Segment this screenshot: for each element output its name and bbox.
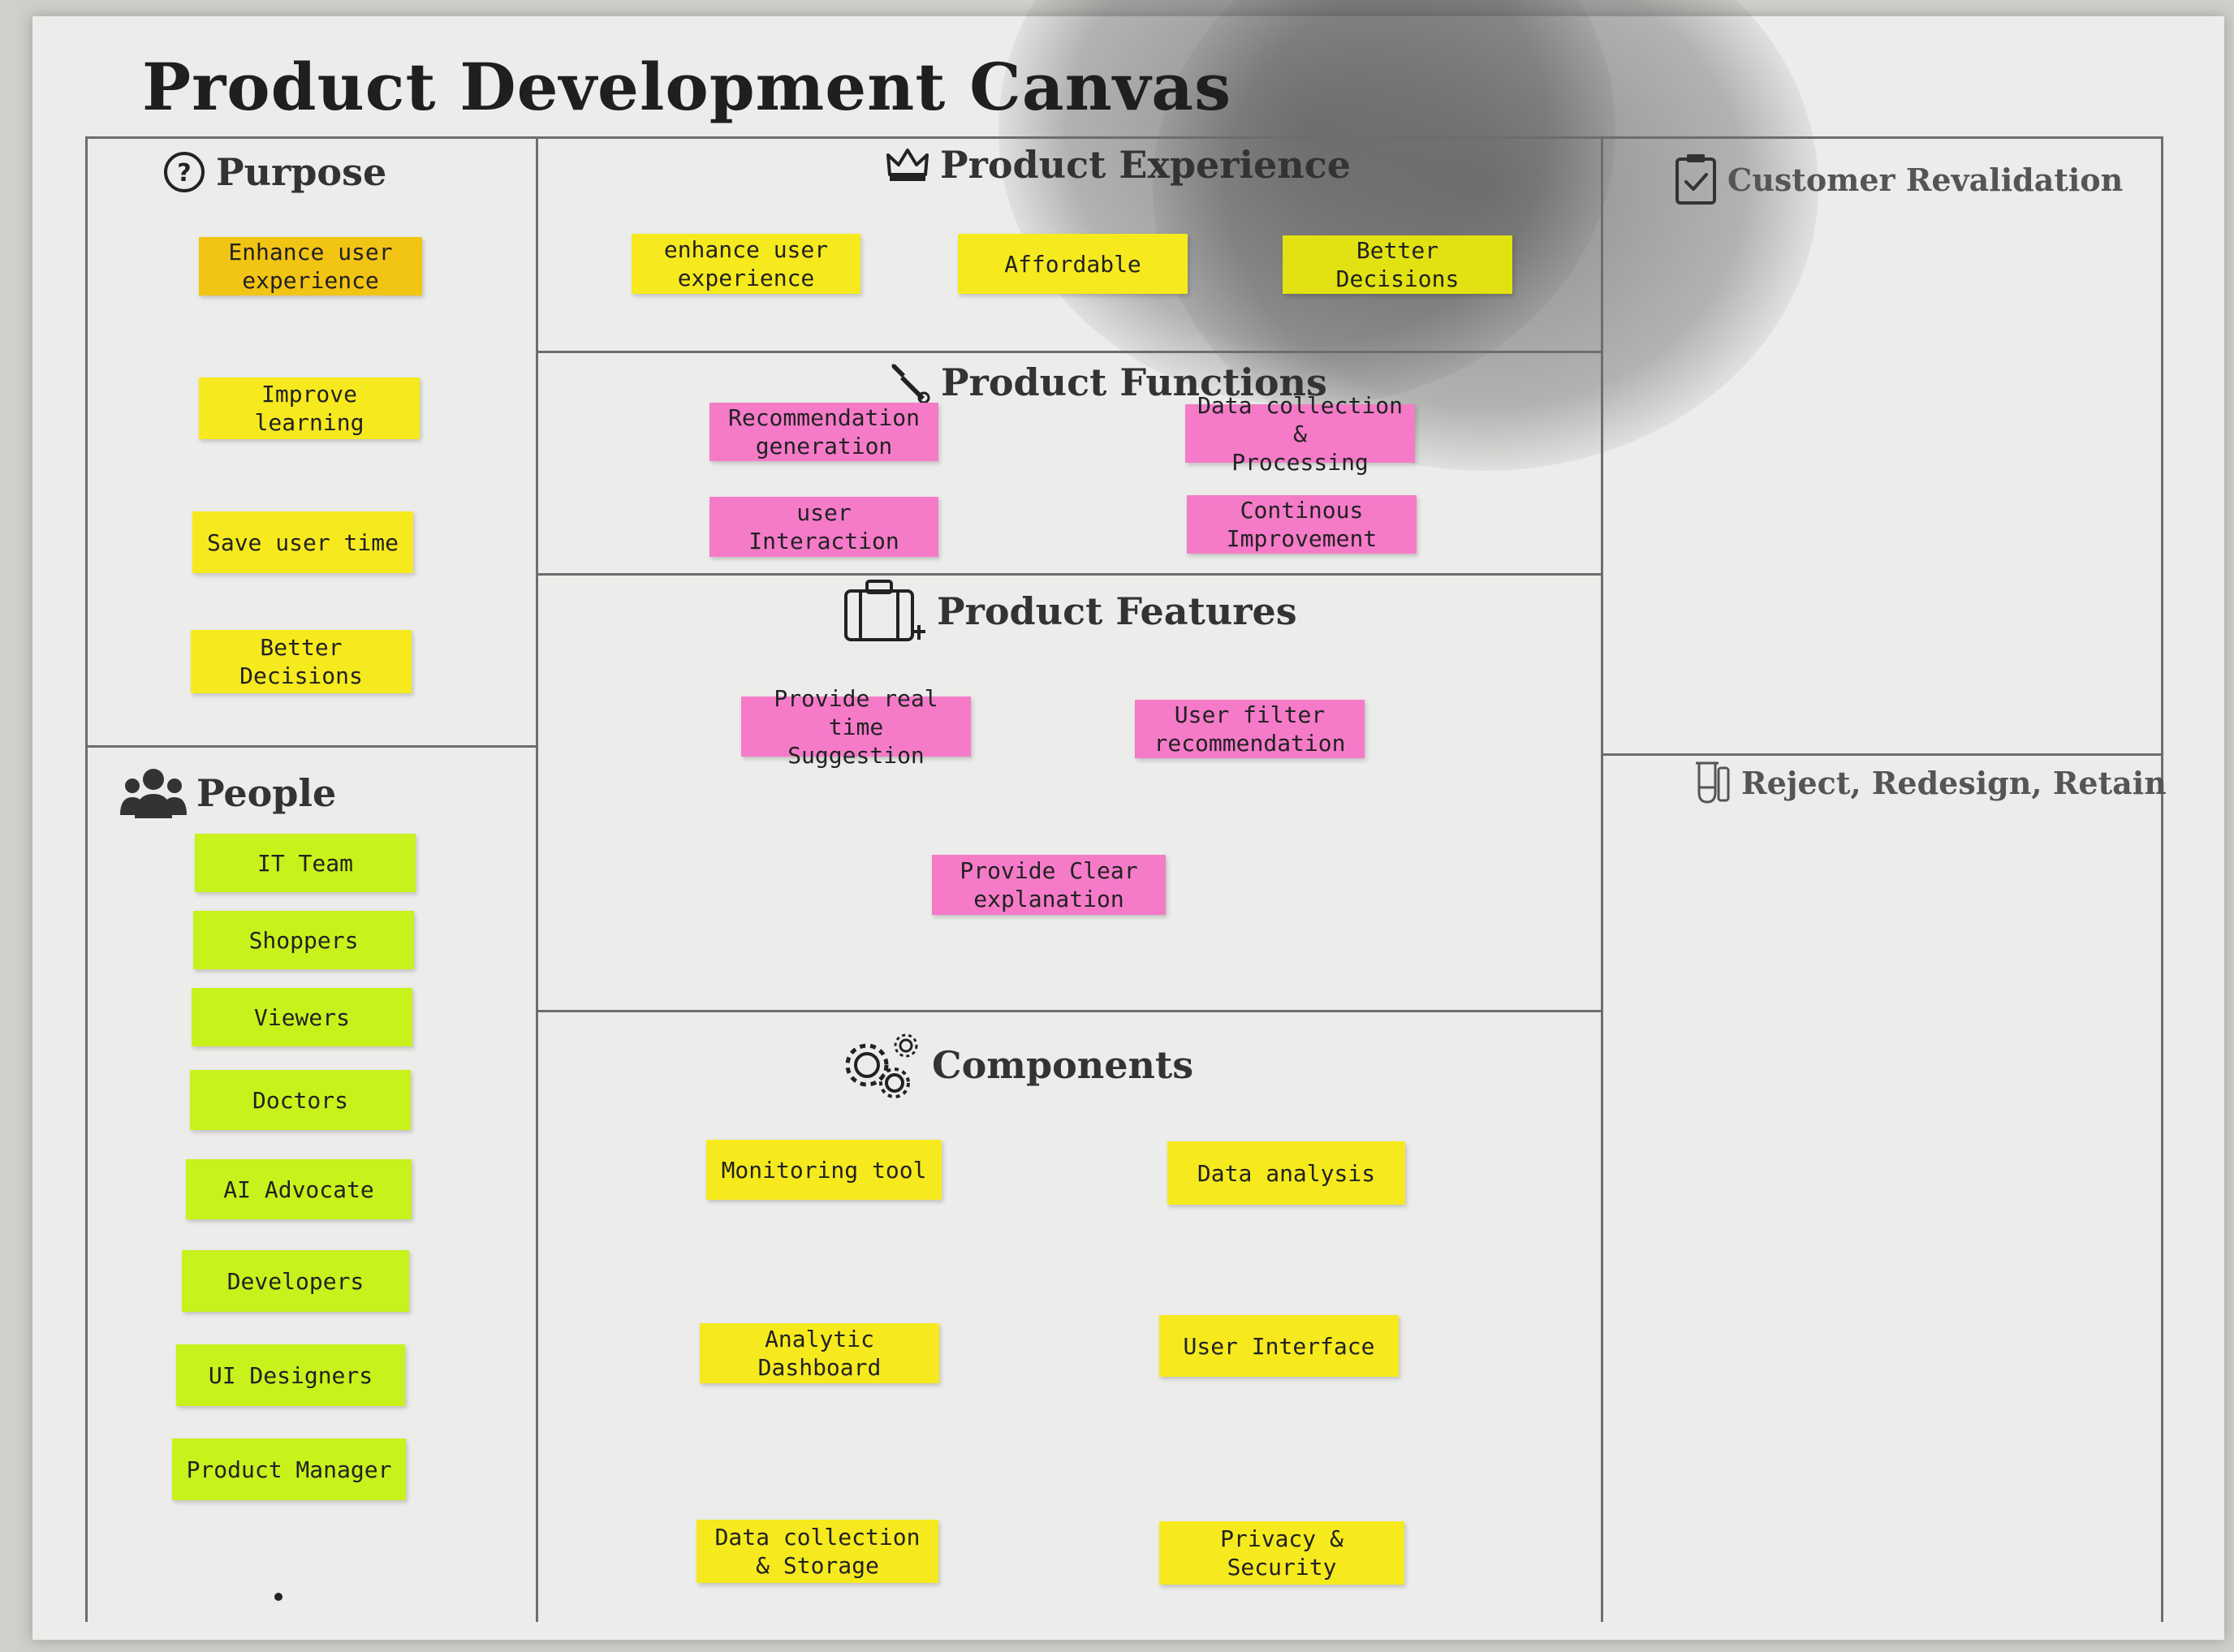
clipboard-check-icon (1674, 153, 1718, 206)
divider-revalidation-reject (1601, 753, 2163, 756)
ink-dot (274, 1593, 282, 1601)
divider-right-column (1601, 136, 1603, 1622)
components-note-5: Data collection & Storage (697, 1520, 938, 1583)
frame-left (85, 136, 88, 1622)
components-note-6: Privacy & Security (1159, 1521, 1404, 1585)
people-note-2: Shoppers (193, 911, 414, 969)
functions-title: Product Functions (941, 360, 1327, 404)
people-note-6: Developers (182, 1250, 409, 1312)
features-note-3: Provide Clear explanation (932, 855, 1166, 915)
components-title: Components (932, 1043, 1194, 1087)
revalidation-title: Customer Revalidation (1727, 161, 2124, 198)
people-note-3: Viewers (192, 988, 412, 1046)
features-title: Product Features (937, 589, 1297, 633)
people-note-4: Doctors (190, 1070, 411, 1130)
functions-note-1: Recommendation generation (709, 403, 938, 461)
functions-note-4: Continous Improvement (1187, 495, 1417, 554)
people-icon (120, 765, 187, 822)
gears-icon (841, 1029, 922, 1101)
reject-title: Reject, Redesign, Retain (1741, 764, 2167, 801)
features-note-2: User filter recommendation (1135, 700, 1365, 758)
people-title: People (196, 771, 337, 815)
revalidation-heading: Customer Revalidation (1674, 153, 2123, 206)
people-heading: People (120, 765, 336, 822)
flask-icon (1693, 760, 1732, 805)
functions-note-2: Data collection & Processing (1185, 392, 1415, 476)
crown-icon (885, 145, 930, 184)
divider-features-components (536, 1010, 1603, 1012)
experience-title: Product Experience (940, 143, 1351, 187)
purpose-heading: ? Purpose (162, 150, 386, 194)
wrench-icon (889, 361, 931, 403)
purpose-note-1: Enhance user experience (199, 237, 422, 295)
purpose-note-2: Improve learning (199, 377, 420, 439)
question-circle-icon: ? (162, 150, 206, 194)
frame-top (85, 136, 2163, 139)
reject-heading: Reject, Redesign, Retain (1693, 760, 2167, 805)
components-note-4: User Interface (1159, 1315, 1399, 1377)
people-note-8: Product Manager (172, 1438, 406, 1500)
frame-right (2161, 136, 2163, 1622)
features-heading: Product Features (843, 578, 1297, 645)
components-note-2: Data analysis (1167, 1141, 1405, 1205)
divider-experience-functions (536, 351, 1603, 353)
people-note-5: AI Advocate (186, 1159, 412, 1219)
purpose-note-3: Save user time (192, 511, 413, 573)
divider-left-column (536, 136, 538, 1622)
components-note-3: Analytic Dashboard (700, 1323, 939, 1383)
components-heading: Components (841, 1029, 1193, 1101)
functions-note-3: user Interaction (709, 497, 938, 557)
svg-text:?: ? (177, 159, 191, 188)
experience-heading: Product Experience (885, 143, 1351, 187)
purpose-title: Purpose (216, 150, 387, 194)
experience-note-3: Better Decisions (1283, 235, 1512, 294)
experience-note-1: enhance user experience (632, 234, 860, 294)
experience-note-2: Affordable (958, 234, 1188, 294)
people-note-1: IT Team (195, 834, 416, 892)
features-note-1: Provide real time Suggestion (741, 685, 971, 769)
divider-functions-features (536, 573, 1603, 576)
functions-heading: Product Functions (889, 360, 1327, 404)
suitcase-icon (843, 578, 927, 645)
people-note-7: UI Designers (176, 1344, 405, 1406)
page-title: Product Development Canvas (142, 49, 1232, 125)
purpose-note-4: Better Decisions (191, 630, 412, 693)
components-note-1: Monitoring tool (706, 1140, 942, 1200)
divider-purpose-people (85, 745, 538, 748)
